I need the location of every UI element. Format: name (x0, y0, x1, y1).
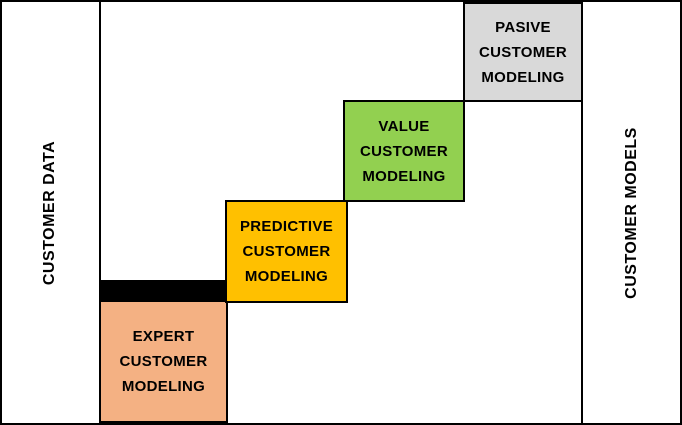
step-label-line: MODELING (121, 378, 206, 395)
left-boundary-line (99, 2, 101, 423)
customer-models-label: CUSTOMER MODELS (622, 126, 640, 299)
step-label-line: CUSTOMER (242, 243, 331, 260)
step-predictive-customer-modeling: PREDICTIVE CUSTOMER MODELING (225, 200, 348, 303)
right-boundary-line (581, 2, 583, 423)
step-label-line: MODELING (244, 268, 329, 285)
step-label-line: VALUE (378, 117, 430, 135)
step-label-line: EXPERT (132, 328, 195, 345)
step-value-customer-modeling: VALUE CUSTOMER MODELING (343, 100, 465, 202)
step-label-line: PREDICTIVE (239, 218, 333, 235)
right-axis-column: CUSTOMER MODELS (583, 2, 680, 423)
step-label-line: CUSTOMER (479, 43, 567, 61)
step-pasive-customer-modeling: PASIVE CUSTOMER MODELING (463, 2, 583, 102)
step-label-line: CUSTOMER (119, 353, 208, 370)
step-label-line: PASIVE (495, 18, 551, 36)
customer-data-label: CUSTOMER DATA (41, 140, 59, 285)
step-expert-customer-modeling: EXPERT CUSTOMER MODELING (99, 300, 228, 423)
step-label-line: MODELING (362, 167, 446, 185)
data-bar (99, 280, 228, 302)
step-label-line: CUSTOMER (360, 142, 448, 160)
left-axis-column: CUSTOMER DATA (2, 2, 99, 423)
step-label-line: MODELING (481, 68, 565, 86)
